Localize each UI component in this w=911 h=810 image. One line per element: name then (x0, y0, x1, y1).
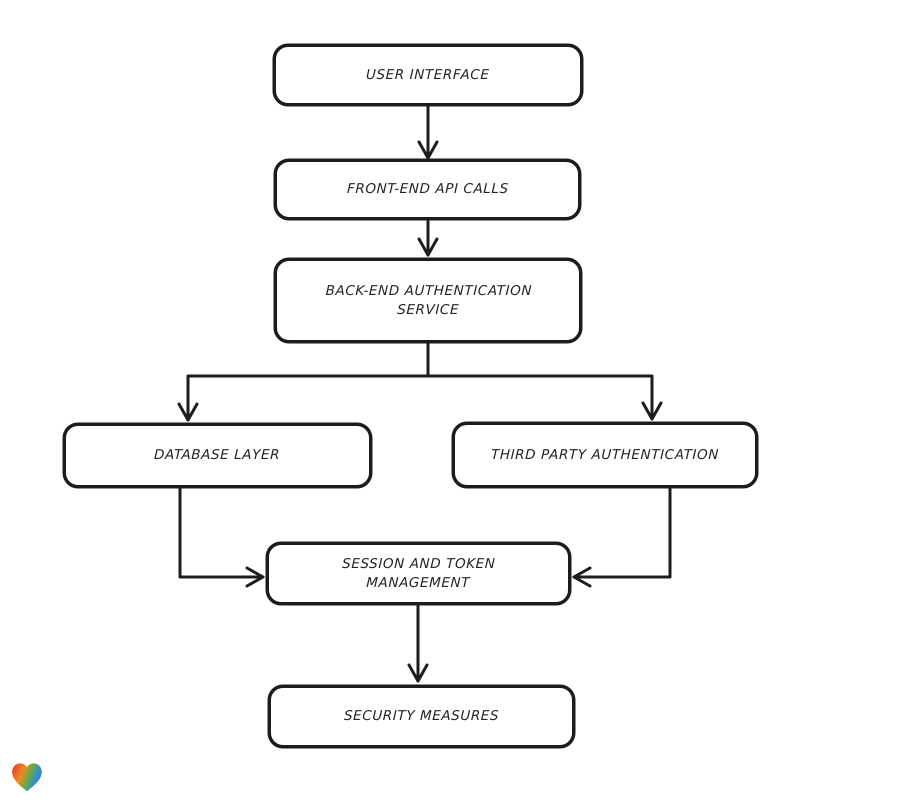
arrowhead-down (177, 402, 199, 422)
arrowhead-down (417, 140, 439, 160)
node-session-and-token-management: SESSION AND TOKEN MANAGEMENT (266, 542, 571, 605)
node-label: THIRD PARTY AUTHENTICATION (490, 446, 720, 463)
node-user-interface: USER INTERFACE (273, 44, 583, 106)
arrowhead-down (407, 663, 429, 683)
node-label: USER INTERFACE (366, 66, 491, 83)
node-label: SECURITY MEASURES (343, 708, 500, 725)
node-label: FRONT-END API CALLS (346, 181, 509, 198)
edge-database-to-session (178, 487, 265, 579)
edge-thirdparty-to-session (572, 487, 672, 579)
node-third-party-authentication: THIRD PARTY AUTHENTICATION (452, 422, 758, 488)
node-security-measures: SECURITY MEASURES (268, 685, 575, 748)
arrowhead-down (641, 401, 663, 421)
node-label: BACK-END AUTHENTICATION SERVICE (324, 282, 532, 318)
node-database-layer: DATABASE LAYER (63, 423, 372, 488)
edge-backend-branch (186, 342, 654, 422)
heart-gradient-logo-icon[interactable] (8, 758, 46, 796)
arrowhead-right (245, 566, 265, 588)
arrowhead-down (417, 237, 439, 257)
node-front-end-api-calls: FRONT-END API CALLS (274, 159, 581, 220)
node-label: DATABASE LAYER (154, 447, 281, 464)
node-back-end-authentication-service: BACK-END AUTHENTICATION SERVICE (274, 258, 582, 343)
node-label: SESSION AND TOKEN MANAGEMENT (341, 555, 496, 591)
arrowhead-left (572, 566, 592, 588)
